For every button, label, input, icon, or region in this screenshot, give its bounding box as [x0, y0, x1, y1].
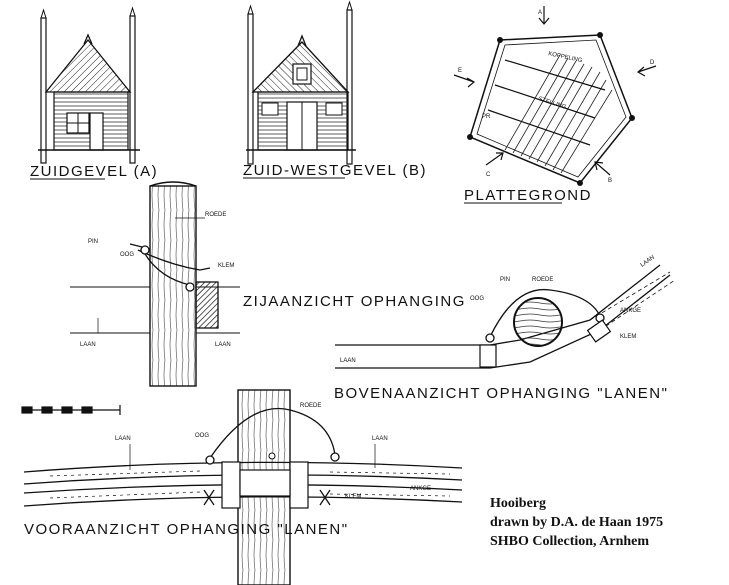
svg-text:LAAN: LAAN — [115, 436, 131, 442]
plattegrond-label: PLATTEGROND — [464, 187, 592, 204]
top-view-suspension: PIN ROEDE OOG LAAN ANKGE LAAN KLEM — [335, 255, 676, 369]
svg-text:KLEM: KLEM — [218, 263, 234, 269]
marker-a: A — [538, 10, 542, 16]
svg-text:PR: PR — [482, 114, 491, 120]
svg-text:OOG: OOG — [120, 252, 134, 258]
vooraanzicht-label: VOORAANZICHT OPHANGING "LANEN" — [24, 521, 349, 538]
svg-text:LAAN: LAAN — [640, 255, 656, 269]
credit-author: drawn by D.A. de Haan 1975 — [490, 515, 664, 530]
bovenaanzicht-label: BOVENAANZICHT OPHANGING "LANEN" — [334, 385, 668, 402]
svg-text:LAAN: LAAN — [80, 342, 96, 348]
svg-text:PIN: PIN — [500, 277, 510, 283]
credit-collection: SHBO Collection, Arnhem — [490, 534, 650, 549]
svg-text:ROEDE: ROEDE — [300, 403, 321, 409]
svg-text:ROEDE: ROEDE — [205, 212, 226, 218]
zuid-westgevel-elevation — [246, 0, 356, 165]
svg-text:LAAN: LAAN — [215, 342, 231, 348]
zuid-westgevel-label: ZUID-WESTGEVEL (B) — [243, 162, 427, 179]
svg-text:OOG: OOG — [470, 296, 484, 302]
svg-text:KLEM: KLEM — [345, 494, 361, 500]
zijaanzicht-label: ZIJAANZICHT OPHANGING — [243, 293, 466, 310]
svg-text:OOG: OOG — [195, 433, 209, 439]
svg-text:ROEDE: ROEDE — [532, 277, 553, 283]
svg-text:ANKGE: ANKGE — [620, 308, 641, 314]
zuidgevel-label: ZUIDGEVEL (A) — [30, 163, 158, 180]
marker-c: C — [486, 172, 491, 178]
svg-text:KLEM: KLEM — [620, 334, 636, 340]
svg-text:LAAN: LAAN — [340, 358, 356, 364]
marker-e: E — [458, 68, 462, 74]
credit-title: Hooiberg — [490, 496, 546, 511]
svg-text:PIN: PIN — [88, 239, 98, 245]
svg-text:ANKGE: ANKGE — [410, 486, 431, 492]
side-view-suspension: ROEDE PIN OOG KLEM LAAN LAAN — [70, 181, 240, 387]
marker-b: B — [608, 178, 612, 184]
svg-text:LAAN: LAAN — [372, 436, 388, 442]
credit-block: Hooiberg drawn by D.A. de Haan 1975 SHBO… — [490, 494, 663, 551]
marker-d: D — [650, 60, 655, 66]
front-view-suspension: ROEDE OOG LAAN LAAN ANKGE KLEM — [21, 389, 463, 585]
floor-plan: KOPPELING STELLING PR A E D C B — [453, 6, 657, 186]
zuidgevel-elevation — [38, 6, 140, 164]
